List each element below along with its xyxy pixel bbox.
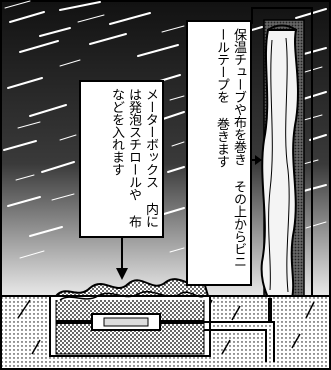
insulated-pipe <box>260 24 299 299</box>
pipe-wrap-callout: 保温チューブや布を巻き その上からビニールテープを 巻きます <box>186 20 252 286</box>
underground-pipe <box>204 298 275 362</box>
arrow-to-meter-box <box>116 238 128 280</box>
meter-box <box>49 278 211 357</box>
arrow-to-pipe <box>252 155 262 165</box>
water-meter <box>91 313 161 331</box>
meter-box-callout: メーターボックス 内には発泡スチロールや 布などを入れます <box>79 80 164 238</box>
